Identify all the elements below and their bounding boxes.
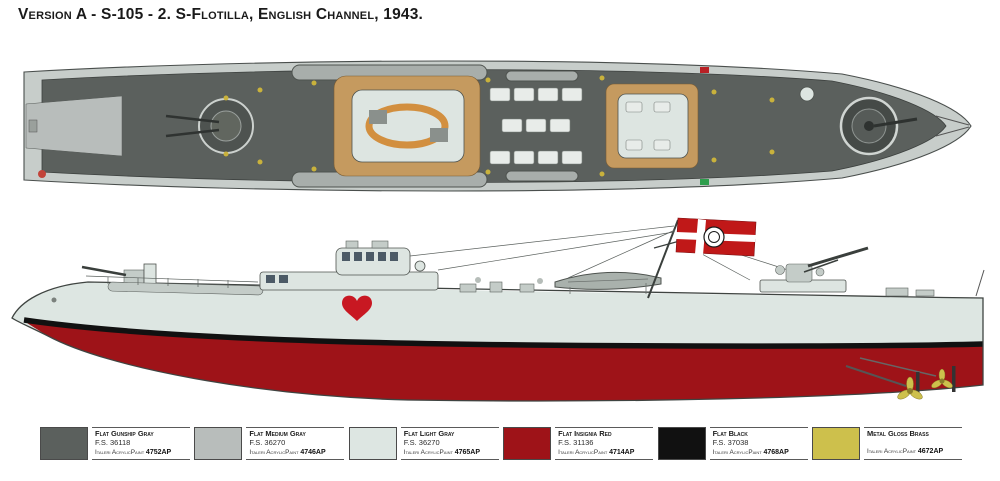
legend-item: Flat Light Gray F.S. 36270 Italeri Acryl… [348, 427, 499, 461]
bow-details [799, 86, 970, 137]
aft-gun-mount [165, 98, 254, 154]
deck-vents [223, 75, 775, 177]
bow-gun-well [839, 96, 918, 156]
midship-cabin [333, 75, 481, 177]
dinghy [554, 271, 662, 294]
legend-item: Flat Medium Gray F.S. 36270 Italeri Acry… [194, 427, 345, 461]
stern-fitting [28, 119, 46, 178]
paint-brand: Italeri AcrylicPaint [558, 448, 608, 456]
war-ensign-flag [675, 217, 757, 257]
paint-swatch [348, 427, 397, 460]
paint-code: 4768AP [763, 448, 789, 456]
paint-name: Flat Black [712, 429, 748, 438]
side-view-illustration [8, 208, 993, 413]
paint-info: Flat Black F.S. 37038 Italeri AcrylicPai… [709, 427, 808, 461]
paint-product: Italeri AcrylicPaint 4768AP [713, 448, 806, 457]
paint-brand: Italeri AcrylicPaint [866, 448, 917, 456]
torpedo-tube-side [107, 281, 264, 296]
deck-fittings [459, 269, 985, 297]
aft-cabin [605, 83, 699, 169]
propeller-icon [897, 376, 923, 400]
bridge [259, 240, 439, 291]
paint-fs-code: F.S. 37038 [712, 438, 749, 448]
paint-code: 4752AP [145, 448, 172, 456]
propeller-icon [931, 368, 953, 389]
hull-side [11, 281, 984, 402]
fore-railing [85, 275, 259, 288]
paint-code: 4672AP [917, 448, 944, 456]
paint-info: Flat Gunship Gray F.S. 36118 Italeri Acr… [92, 427, 190, 461]
heart-emblem [342, 295, 372, 321]
paint-swatch [811, 427, 860, 460]
paint-info: Metal Gloss Brass Italeri AcrylicPaint 4… [863, 427, 962, 460]
paint-swatch [503, 427, 552, 460]
paint-info: Flat Medium Gray F.S. 36270 Italeri Acry… [246, 427, 345, 461]
top-view-illustration [14, 50, 979, 202]
hull-top [23, 60, 972, 192]
paint-code: 4765AP [454, 448, 480, 456]
aft-gun [759, 246, 869, 293]
fore-gun [81, 263, 157, 285]
paint-swatch [40, 427, 88, 460]
paint-brand: Italeri AcrylicPaint [403, 448, 453, 456]
paint-brand: Italeri AcrylicPaint [95, 448, 145, 456]
legend-item: Flat Gunship Gray F.S. 36118 Italeri Acr… [40, 427, 190, 461]
paint-name: Flat Medium Gray [249, 429, 306, 438]
paint-fs-code: F.S. 36270 [403, 438, 440, 448]
paint-product: Italeri AcrylicPaint 4672AP [867, 447, 960, 456]
paint-fs-code: F.S. 36118 [95, 438, 131, 448]
paint-name: Flat Insignia Red [558, 429, 612, 438]
paint-product: Italeri AcrylicPaint 4746AP [249, 448, 342, 457]
navigation-lights [700, 67, 709, 185]
paint-code: 4714AP [609, 448, 635, 456]
propellers-rudders [845, 357, 956, 400]
legend-item: Flat Black F.S. 37038 Italeri AcrylicPai… [657, 427, 808, 461]
side-view-svg [11, 217, 985, 402]
paint-brand: Italeri AcrylicPaint [249, 448, 299, 456]
paint-code: 4746AP [300, 448, 326, 456]
legend-item: Metal Gloss Brass Italeri AcrylicPaint 4… [811, 427, 962, 460]
paint-product: Italeri AcrylicPaint 4714AP [558, 448, 651, 457]
paint-product: Italeri AcrylicPaint 4752AP [95, 448, 188, 457]
paint-swatch [657, 427, 706, 460]
paint-swatch [194, 427, 243, 460]
paint-product: Italeri AcrylicPaint 4765AP [404, 448, 497, 457]
paint-name: Flat Light Gray [403, 429, 455, 438]
paint-fs-code [867, 438, 960, 447]
legend-item: Flat Insignia Red F.S. 31136 Italeri Acr… [503, 427, 654, 461]
paint-name: Metal Gloss Brass [866, 429, 929, 438]
top-view-svg [23, 60, 972, 192]
paint-info: Flat Insignia Red F.S. 31136 Italeri Acr… [555, 427, 654, 461]
paint-fs-code: F.S. 31136 [558, 438, 594, 448]
paint-brand: Italeri AcrylicPaint [712, 448, 762, 456]
paint-fs-code: F.S. 36270 [249, 438, 286, 448]
paint-name: Flat Gunship Gray [95, 429, 154, 438]
engine-hatches [489, 87, 583, 165]
paint-legend: Flat Gunship Gray F.S. 36118 Italeri Acr… [40, 427, 962, 461]
page-title: Version A - S-105 - 2. S-Flotilla, Engli… [18, 6, 424, 23]
paint-info: Flat Light Gray F.S. 36270 Italeri Acryl… [400, 427, 499, 461]
